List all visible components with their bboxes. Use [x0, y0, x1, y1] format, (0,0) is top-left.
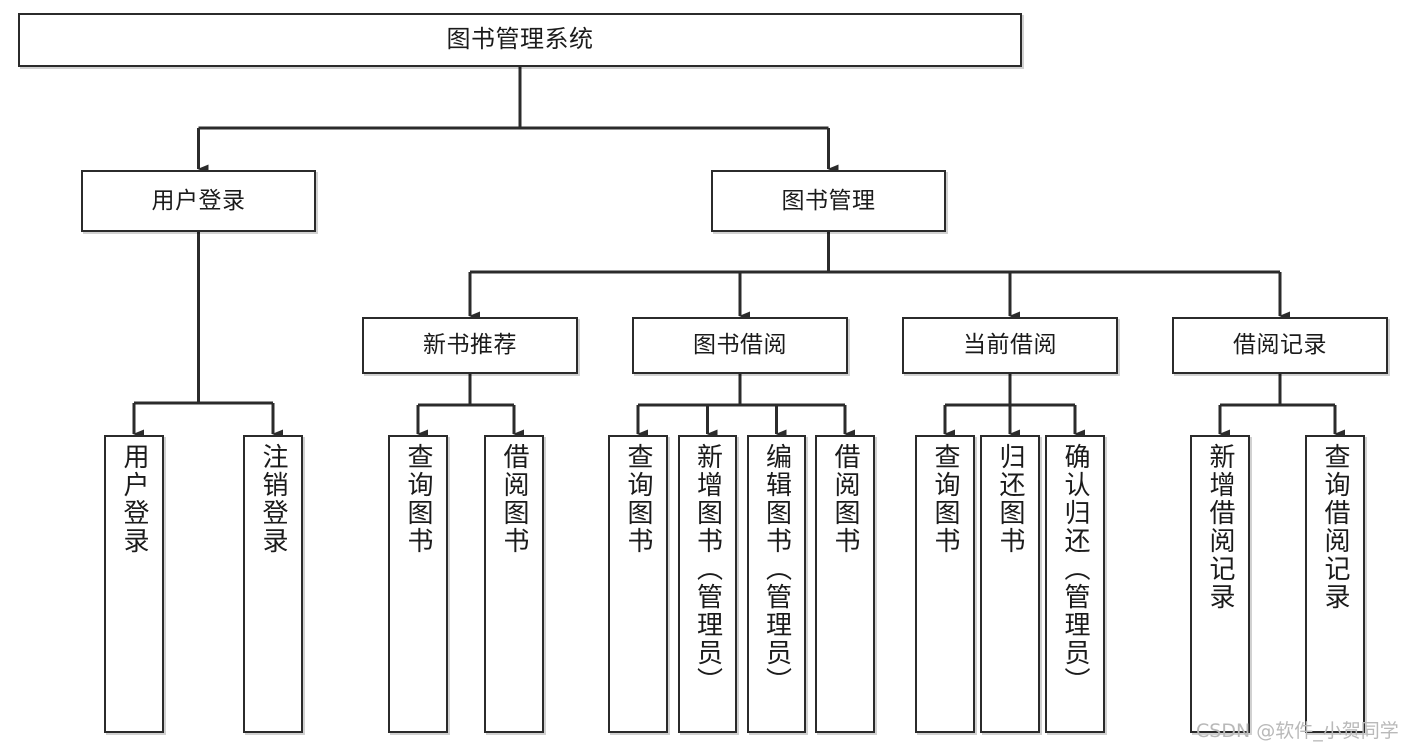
- node-label-login: 用户登录: [151, 187, 246, 214]
- node-label-b-query: 查询图书: [623, 443, 653, 555]
- node-label-n-query: 查询图书: [403, 443, 433, 555]
- node-label-borrow: 图书借阅: [693, 332, 787, 359]
- node-label-current: 当前借阅: [963, 332, 1057, 359]
- node-l-login[interactable]: 用户登录: [104, 435, 164, 733]
- node-label-bookmgmt: 图书管理: [781, 187, 876, 214]
- node-b-lend[interactable]: 借阅图书: [815, 435, 875, 733]
- node-r-add[interactable]: 新增借阅记录: [1190, 435, 1250, 733]
- node-b-add[interactable]: 新增图书（管理员）: [678, 435, 737, 733]
- node-label-root: 图书管理系统: [446, 25, 594, 54]
- node-l-logout[interactable]: 注销登录: [243, 435, 303, 733]
- node-newbook[interactable]: 新书推荐: [362, 317, 578, 374]
- node-label-b-lend: 借阅图书: [830, 443, 860, 555]
- node-login[interactable]: 用户登录: [81, 170, 316, 232]
- node-label-n-borrow: 借阅图书: [499, 443, 529, 555]
- node-label-b-add: 新增图书（管理员）: [692, 443, 723, 695]
- node-label-newbook: 新书推荐: [423, 332, 517, 359]
- csdn-watermark: CSDN @软件_小贺同学: [1196, 720, 1399, 742]
- node-label-l-login: 用户登录: [119, 443, 149, 555]
- node-label-records: 借阅记录: [1233, 332, 1327, 359]
- node-label-c-confirm: 确认归还（管理员）: [1060, 443, 1090, 695]
- node-label-b-edit: 编辑图书（管理员）: [761, 443, 792, 695]
- node-records[interactable]: 借阅记录: [1172, 317, 1388, 374]
- node-label-c-query: 查询图书: [930, 443, 960, 555]
- node-c-return[interactable]: 归还图书: [980, 435, 1040, 733]
- node-label-r-add: 新增借阅记录: [1205, 443, 1235, 611]
- node-current[interactable]: 当前借阅: [902, 317, 1118, 374]
- connector-edges: [132, 67, 1345, 439]
- node-r-query[interactable]: 查询借阅记录: [1305, 435, 1365, 733]
- node-b-query[interactable]: 查询图书: [608, 435, 668, 733]
- node-b-edit[interactable]: 编辑图书（管理员）: [747, 435, 806, 733]
- node-n-borrow[interactable]: 借阅图书: [484, 435, 544, 733]
- node-bookmgmt[interactable]: 图书管理: [711, 170, 946, 232]
- node-c-query[interactable]: 查询图书: [915, 435, 975, 733]
- node-c-confirm[interactable]: 确认归还（管理员）: [1045, 435, 1105, 733]
- node-label-l-logout: 注销登录: [258, 443, 288, 555]
- node-label-c-return: 归还图书: [995, 443, 1025, 555]
- node-root[interactable]: 图书管理系统: [18, 13, 1022, 67]
- node-label-r-query: 查询借阅记录: [1320, 443, 1350, 611]
- node-n-query[interactable]: 查询图书: [388, 435, 448, 733]
- node-borrow[interactable]: 图书借阅: [632, 317, 848, 374]
